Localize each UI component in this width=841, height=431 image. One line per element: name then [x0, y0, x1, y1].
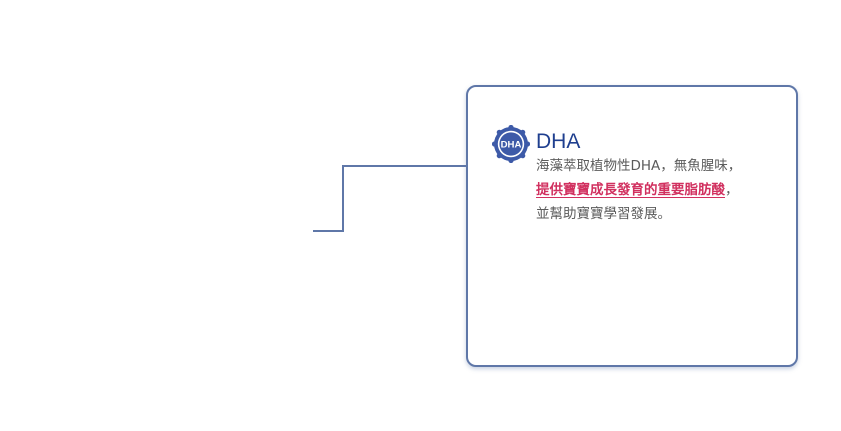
badge-text: DHA: [501, 140, 522, 151]
description-line-2: 提供寶寶成長發育的重要脂肪酸，: [536, 178, 786, 202]
dha-info-card: DHA DHA 海藻萃取植物性DHA，無魚腥味， 提供寶寶成長發育的重要脂肪酸，…: [466, 85, 798, 367]
card-description: 海藻萃取植物性DHA，無魚腥味， 提供寶寶成長發育的重要脂肪酸， 並幫助寶寶學習…: [536, 154, 786, 226]
description-line-1: 海藻萃取植物性DHA，無魚腥味，: [536, 158, 742, 174]
description-line-3: 並幫助寶寶學習發展。: [536, 206, 671, 222]
card-title: DHA: [536, 130, 581, 153]
highlight-text: 提供寶寶成長發育的重要脂肪酸: [536, 182, 725, 198]
description-line-2-suffix: ，: [725, 182, 739, 198]
dha-badge-icon: DHA: [492, 125, 530, 163]
